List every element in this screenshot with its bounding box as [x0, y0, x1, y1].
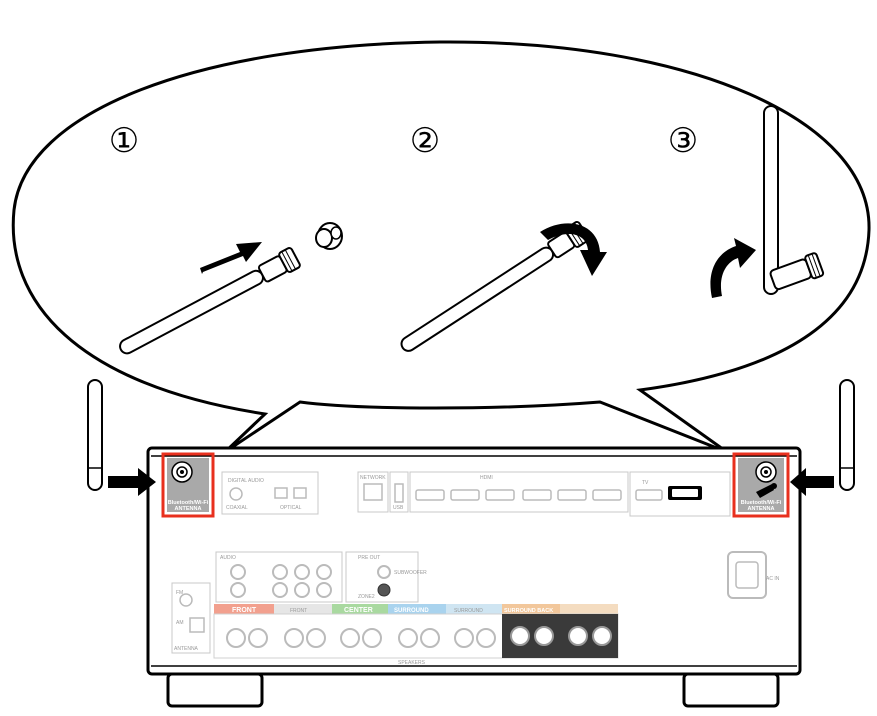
rotate-arrow-icon: [540, 223, 607, 276]
left-foot: [166, 672, 264, 708]
step-3-number: ③: [668, 121, 698, 161]
step-3-illustration: [710, 105, 825, 298]
svg-text:AC IN: AC IN: [766, 576, 780, 582]
svg-text:ANTENNA: ANTENNA: [748, 506, 775, 512]
step-1-illustration: [119, 222, 343, 355]
svg-text:②: ②: [410, 121, 440, 161]
svg-text:Bluetooth/Wi-Fi: Bluetooth/Wi-Fi: [741, 500, 782, 506]
right-antenna-terminal: Bluetooth/Wi-Fi ANTENNA: [732, 452, 790, 518]
digital-audio-section: DIGITAL AUDIO COAXIAL OPTICAL: [221, 471, 319, 515]
callout-bubble: [11, 40, 871, 454]
svg-text:FM: FM: [176, 590, 183, 596]
svg-text:HDMI: HDMI: [480, 475, 493, 481]
ac-inlet: AC IN: [727, 551, 780, 599]
right-installed-antenna: [839, 379, 855, 491]
svg-text:SURROUND BACK: SURROUND BACK: [504, 608, 553, 614]
step-2-number: ②: [410, 121, 440, 161]
svg-text:USB: USB: [393, 505, 404, 511]
svg-text:SURROUND: SURROUND: [394, 608, 429, 614]
pre-out-section: PRE OUT SUBWOOFER ZONE2: [345, 551, 427, 603]
network-port: NETWORK: [357, 471, 389, 513]
svg-text:AUDIO: AUDIO: [220, 555, 236, 561]
bend-up-arrow-icon: [710, 238, 756, 298]
right-foot: [682, 672, 780, 708]
step-1-number: ①: [109, 121, 139, 161]
right-insert-arrow-icon: [790, 468, 834, 496]
svg-text:FRONT: FRONT: [290, 608, 307, 614]
svg-text:③: ③: [668, 121, 698, 161]
receiver-rear-panel: DIGITAL AUDIO COAXIAL OPTICAL NETWORK US…: [146, 446, 802, 708]
left-antenna-terminal: Bluetooth/Wi-Fi ANTENNA: [161, 452, 215, 518]
svg-text:PRE OUT: PRE OUT: [358, 555, 380, 561]
svg-text:SURROUND: SURROUND: [454, 608, 483, 614]
svg-text:Bluetooth/Wi-Fi: Bluetooth/Wi-Fi: [168, 500, 209, 506]
hdmi-monitor-output: TV: [629, 471, 731, 517]
svg-text:OPTICAL: OPTICAL: [280, 505, 302, 511]
antenna-fm-am: FM AM ANTENNA: [171, 582, 211, 654]
hdmi-inputs: HDMI: [409, 471, 629, 513]
push-arrow-icon: [200, 242, 262, 274]
left-insert-arrow-icon: [108, 468, 156, 496]
svg-text:ANTENNA: ANTENNA: [175, 506, 202, 512]
antenna-connector: [315, 222, 343, 250]
svg-text:NETWORK: NETWORK: [360, 475, 386, 481]
speaker-terminals: FRONT FRONT CENTER SURROUND SURROUND SUR…: [213, 604, 619, 666]
svg-text:DIGITAL AUDIO: DIGITAL AUDIO: [228, 478, 264, 484]
svg-text:ANTENNA: ANTENNA: [174, 646, 199, 652]
svg-text:ZONE2: ZONE2: [358, 594, 375, 600]
svg-text:SUBWOOFER: SUBWOOFER: [394, 570, 427, 576]
svg-text:CENTER: CENTER: [344, 607, 373, 614]
svg-text:AM: AM: [176, 620, 184, 626]
svg-text:FRONT: FRONT: [232, 607, 257, 614]
svg-text:TV: TV: [642, 480, 649, 486]
left-installed-antenna: [87, 379, 103, 491]
step-2-illustration: [400, 220, 607, 352]
usb-port: USB: [389, 471, 409, 513]
svg-text:SPEAKERS: SPEAKERS: [398, 660, 426, 666]
analog-audio-inputs: AUDIO: [215, 551, 343, 603]
svg-text:①: ①: [109, 121, 139, 161]
svg-text:COAXIAL: COAXIAL: [226, 505, 248, 511]
